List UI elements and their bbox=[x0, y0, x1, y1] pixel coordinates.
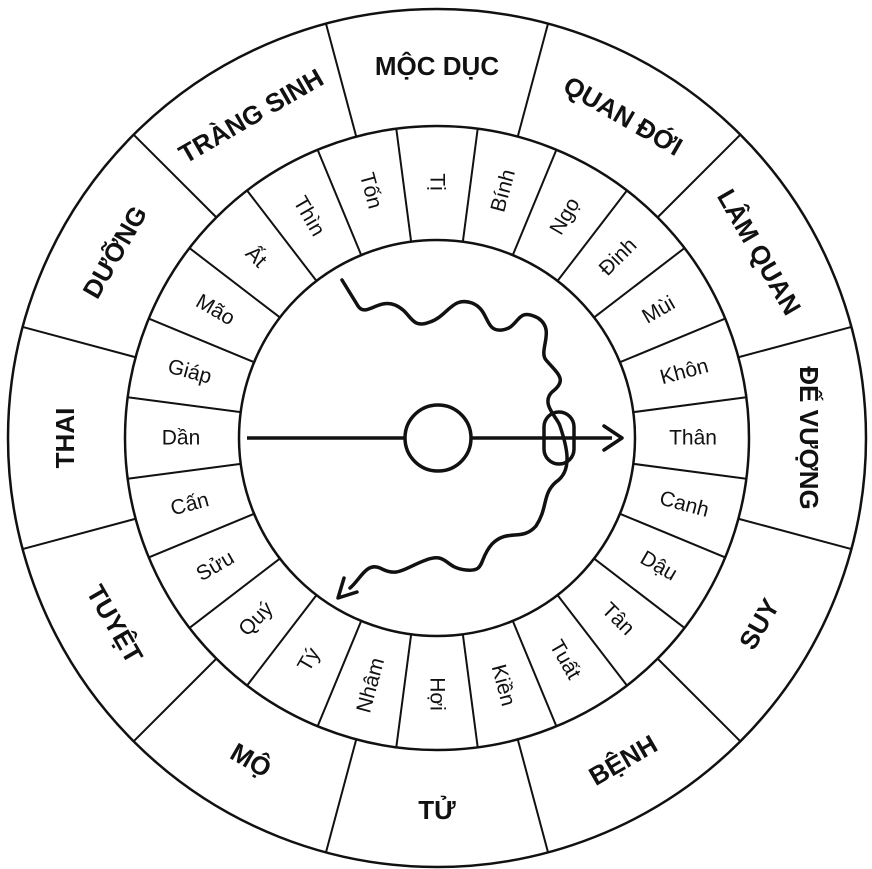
position-divider bbox=[246, 189, 318, 282]
position-divider bbox=[619, 512, 726, 559]
position-label-dan: Dần bbox=[162, 427, 201, 450]
outer-boundary-circle bbox=[6, 7, 868, 869]
pill-marker bbox=[542, 410, 576, 466]
position-label-than: Thân bbox=[669, 427, 717, 450]
stage-divider bbox=[656, 657, 742, 743]
axis-arrowhead bbox=[602, 424, 624, 452]
position-divider bbox=[316, 149, 363, 256]
position-divider bbox=[556, 594, 628, 687]
position-divider bbox=[619, 317, 726, 364]
position-divider bbox=[511, 149, 558, 256]
position-divider bbox=[593, 557, 686, 629]
wavy-path-arrowhead bbox=[336, 576, 359, 600]
stage-label-moc-duc: MỘC DỤC bbox=[375, 51, 499, 81]
position-divider bbox=[127, 462, 241, 480]
stage-divider bbox=[516, 739, 549, 853]
stage-label-tu: TỬ bbox=[418, 794, 456, 825]
position-dividers bbox=[127, 128, 747, 748]
wavy-path-line bbox=[340, 278, 569, 590]
position-divider bbox=[556, 189, 628, 282]
position-divider bbox=[148, 512, 255, 559]
position-divider bbox=[127, 396, 241, 414]
position-ring-inner-circle bbox=[237, 238, 637, 638]
position-divider bbox=[633, 462, 747, 480]
center-circle bbox=[403, 403, 473, 473]
stage-dividers bbox=[22, 23, 852, 853]
position-divider bbox=[316, 620, 363, 727]
position-divider bbox=[593, 247, 686, 319]
stage-divider bbox=[22, 326, 136, 359]
position-divider bbox=[461, 128, 479, 242]
stage-divider bbox=[325, 739, 358, 853]
position-divider bbox=[188, 557, 281, 629]
stage-divider bbox=[132, 657, 218, 743]
stage-label-thai: THAI bbox=[50, 408, 80, 469]
position-divider bbox=[395, 634, 413, 748]
stage-divider bbox=[325, 23, 358, 137]
position-divider bbox=[633, 396, 747, 414]
position-divider bbox=[148, 317, 255, 364]
position-divider bbox=[246, 594, 318, 687]
position-divider bbox=[188, 247, 281, 319]
position-divider bbox=[511, 620, 558, 727]
position-label-ti: Tị bbox=[426, 173, 449, 191]
stage-divider bbox=[738, 517, 852, 550]
position-label-hoi: Hợi bbox=[426, 677, 449, 711]
stage-label-de-vuong: ĐẾ VƯỢNG bbox=[794, 366, 824, 509]
stage-divider bbox=[22, 517, 136, 550]
stage-divider bbox=[656, 133, 742, 219]
stage-divider bbox=[132, 133, 218, 219]
stage-ring-inner-circle bbox=[123, 124, 751, 752]
stage-divider bbox=[516, 23, 549, 137]
stage-divider bbox=[738, 326, 852, 359]
position-divider bbox=[395, 128, 413, 242]
position-divider bbox=[461, 634, 479, 748]
